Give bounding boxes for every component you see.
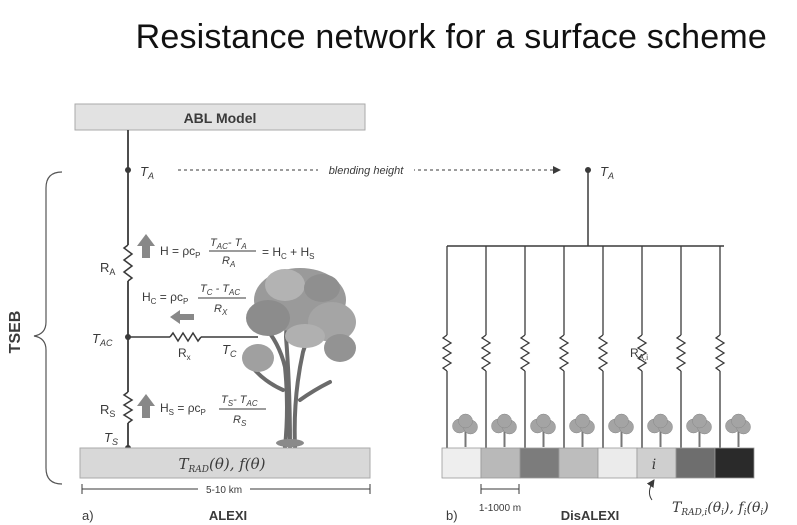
branch-resistor (480, 334, 492, 372)
alexi-title: ALEXI (209, 508, 247, 523)
mini-tree (452, 413, 478, 447)
svg-text:HC = ρcP: HC = ρcP (142, 290, 188, 306)
equation-hs: HS = ρcP TS- TAC RS (160, 394, 266, 428)
branch-resistor (714, 334, 726, 372)
blending-height-bg (318, 161, 414, 177)
mini-tree (530, 413, 556, 447)
surface-cell (558, 447, 599, 479)
scale-label-disalexi: 1-1000 m (479, 503, 521, 514)
trad-i-label: TRAD,i(θi), fi(θi) (672, 500, 769, 518)
svg-text:H = ρcP: H = ρcP (160, 244, 201, 260)
ta-label-disalexi: TA (600, 164, 614, 181)
branch-resistor (558, 334, 570, 372)
svg-text:TS- TAC: TS- TAC (221, 394, 258, 408)
branch-resistor (675, 334, 687, 372)
resistor-ra (122, 244, 134, 282)
surface-cell (714, 447, 755, 479)
surface-cell (636, 447, 677, 479)
surface-cell (675, 447, 716, 479)
svg-text:RS: RS (233, 414, 247, 428)
cell-i-pointer (646, 479, 655, 501)
mini-tree (491, 413, 517, 447)
branch-resistor (519, 334, 531, 372)
mini-tree (647, 413, 673, 447)
abl-model-label: ABL Model (184, 110, 257, 126)
svg-text:= HC + HS: = HC + HS (262, 245, 314, 261)
panel-b-label: b) (446, 508, 458, 523)
mini-tree (725, 413, 751, 447)
surface-cell (597, 447, 638, 479)
tc-label: TC (222, 342, 237, 359)
ra-label: RA (100, 260, 115, 277)
slide-title: Resistance network for a surface scheme (135, 18, 767, 56)
scale-label-alexi: 5-10 km (206, 485, 242, 496)
branch-resistor (636, 334, 648, 372)
branch-resistor (441, 334, 453, 372)
equation-h: H = ρcP TAC- TA RA = HC + HS (160, 237, 314, 269)
resistor-rs (122, 391, 134, 424)
disalexi-branches (441, 246, 751, 448)
tac-label: TAC (92, 331, 113, 348)
node-ta (125, 167, 131, 173)
tree-illustration (242, 268, 356, 449)
surface-cell (519, 447, 560, 479)
cell-i-label: i (652, 457, 656, 473)
svg-text:RX: RX (214, 303, 228, 317)
svg-text:HS = ρcP: HS = ρcP (160, 401, 206, 417)
svg-text:TC - TAC: TC - TAC (200, 283, 240, 297)
svg-text:TAC- TA: TAC- TA (210, 237, 247, 251)
tseb-brace (33, 171, 63, 485)
mini-tree (569, 413, 595, 447)
ts-label: TS (104, 430, 118, 447)
svg-text:RA: RA (222, 255, 235, 269)
h-upward-arrow (137, 234, 155, 258)
disalexi-title: DisALEXI (561, 508, 620, 523)
mini-tree (686, 413, 712, 447)
blending-height-label: blending height (329, 165, 405, 177)
hc-left-arrow (170, 310, 194, 324)
equation-hc: HC = ρcP TC - TAC RX (142, 283, 246, 317)
hs-upward-arrow (137, 394, 155, 418)
disalexi-cells (441, 447, 755, 479)
rx-label: Rx (178, 346, 191, 362)
surface-cell (480, 447, 521, 479)
resistor-rx (169, 331, 202, 343)
branch-resistor (597, 334, 609, 372)
surface-trad-label: TRAD(θ), f(θ) (178, 455, 265, 475)
surface-box (79, 447, 371, 479)
rs-label: RS (100, 402, 115, 419)
ta-label: TA (140, 164, 154, 181)
rai-label: RA,i (630, 346, 648, 362)
tseb-label: TSEB (7, 311, 24, 354)
abl-model-box (74, 103, 366, 131)
mini-tree (608, 413, 634, 447)
panel-a-label: a) (82, 508, 94, 523)
surface-cell (441, 447, 482, 479)
